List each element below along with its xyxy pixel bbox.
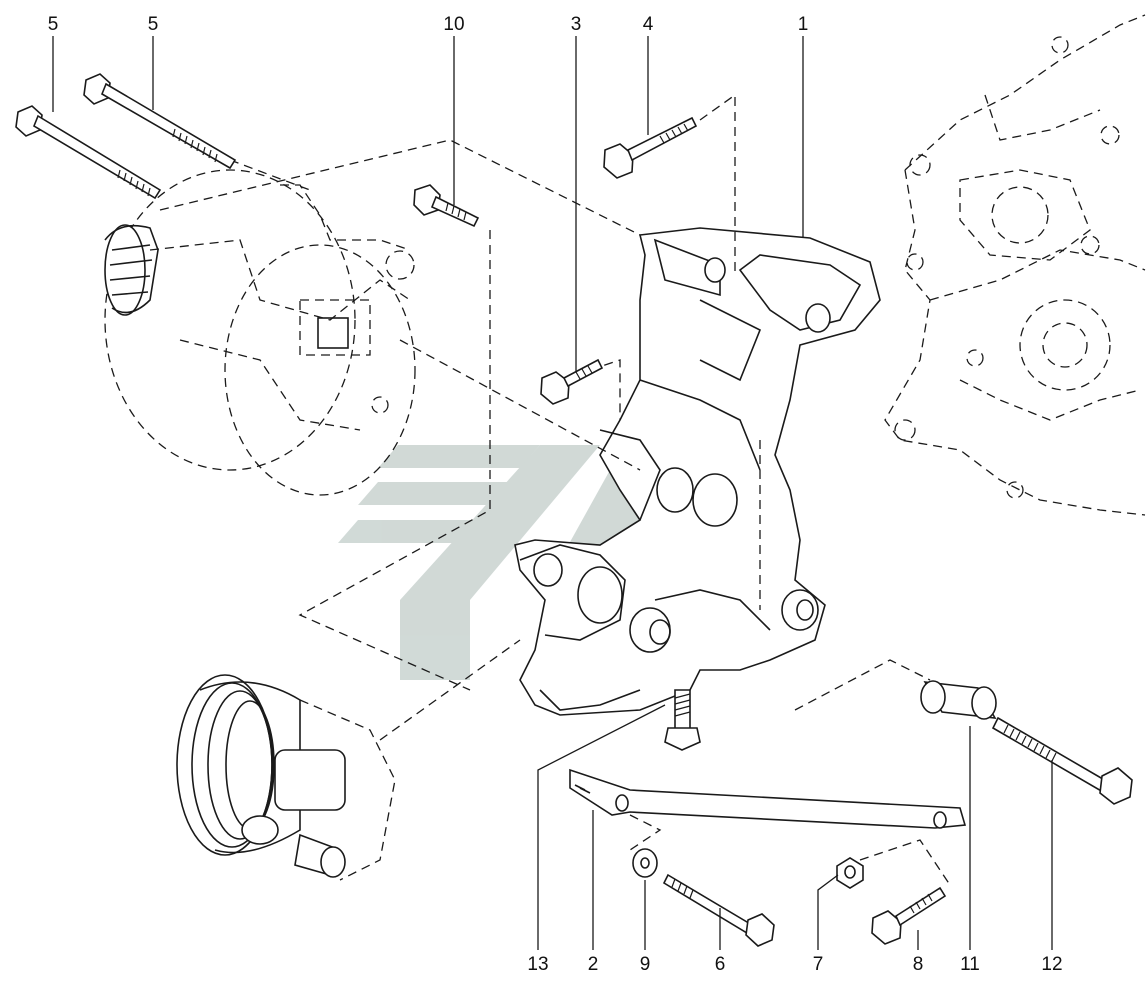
bolt-10 [413,184,480,228]
callout-5-left: 5 [48,14,59,35]
callout-12: 12 [1041,954,1062,975]
callout-7: 7 [813,954,824,975]
bolt-5-left [15,105,162,200]
callout-11: 11 [960,954,980,975]
callout-13: 13 [527,954,548,975]
nut-7 [836,857,864,889]
strut-2 [569,768,967,829]
bolt-5-right [83,73,237,170]
callout-8: 8 [913,954,924,975]
callout-5-right: 5 [148,14,159,35]
callout-10: 10 [443,14,464,35]
leader-lines [52,36,1053,950]
callout-2: 2 [588,954,599,975]
bolt-8 [871,886,947,945]
callout-1: 1 [798,14,809,35]
callout-9: 9 [640,954,651,975]
bolt-6 [662,873,775,947]
alternator [104,169,416,496]
bolt-12 [991,716,1133,805]
assembly-lines [159,93,951,886]
engine-mounting-bracket [514,227,881,716]
bolt-4 [603,116,698,179]
callout-6: 6 [715,954,726,975]
power-steering-pump [176,674,396,881]
spacer-11 [920,680,997,720]
washer-9 [632,848,658,878]
engine-block [884,14,1146,516]
callout-labels: 5 5 10 3 4 1 13 2 9 6 7 8 11 12 [48,14,1063,975]
callout-4: 4 [643,14,654,35]
bolt-3 [540,358,604,405]
bolt-13 [664,689,701,751]
callout-3: 3 [571,14,582,35]
